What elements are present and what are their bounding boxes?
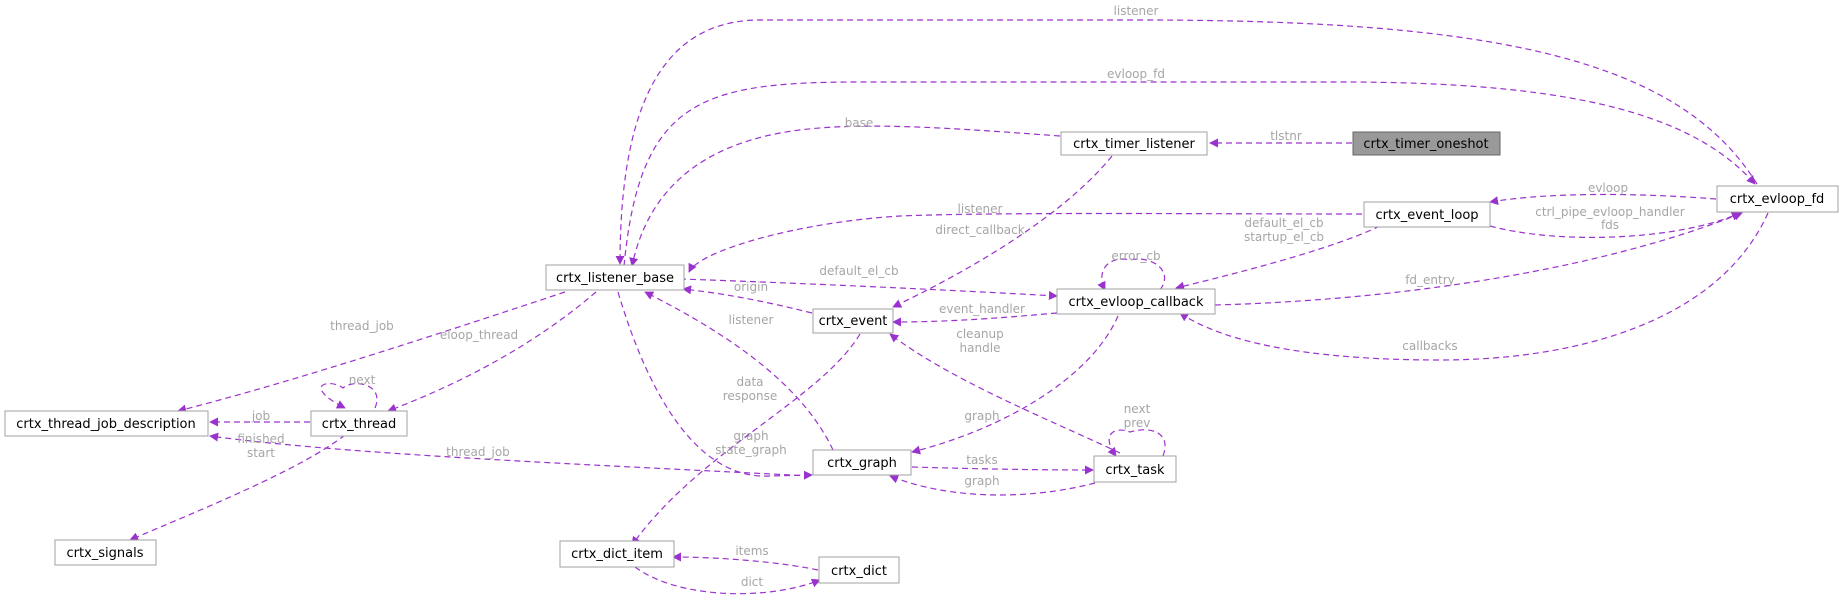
edge-thread-job xyxy=(177,291,566,414)
edge-label-fd-entry: fd_entry xyxy=(1405,273,1455,287)
edge-label-tlstnr: tlstnr xyxy=(1270,129,1302,143)
node-crtx-dict-item[interactable]: crtx_dict_item xyxy=(559,540,675,568)
edge-label-prev-task: prev xyxy=(1124,416,1151,430)
edge-listener-mid xyxy=(688,212,1363,273)
edge-label-base: base xyxy=(845,116,874,130)
edge-label-start: start xyxy=(247,446,275,460)
node-label: crtx_timer_listener xyxy=(1073,137,1195,152)
edge-event-handler xyxy=(892,312,1058,327)
edge-signals xyxy=(129,434,346,541)
nodes: crtx_timer_oneshot crtx_timer_listener c… xyxy=(4,131,1839,584)
node-label: crtx_thread xyxy=(322,417,396,432)
edge-graph-a xyxy=(911,315,1119,455)
edge-tasks xyxy=(911,465,1094,475)
node-label: crtx_graph xyxy=(827,456,897,471)
node-label: crtx_dict xyxy=(831,564,887,579)
edge-label-tasks: tasks xyxy=(966,453,998,467)
node-crtx-graph[interactable]: crtx_graph xyxy=(812,449,912,476)
node-label: crtx_signals xyxy=(66,546,143,561)
edge-label-event-handler: event_handler xyxy=(939,302,1025,316)
edge-fd-entry xyxy=(1214,211,1743,306)
node-label: crtx_timer_oneshot xyxy=(1363,137,1488,152)
node-label: crtx_task xyxy=(1105,463,1165,478)
edge-label-direct-callback: direct_callback xyxy=(935,223,1024,237)
node-label: crtx_dict_item xyxy=(571,547,663,562)
edge-base xyxy=(629,125,1061,267)
edge-label-data: data xyxy=(736,375,763,389)
edge-origin xyxy=(682,285,813,314)
edge-thread-next xyxy=(320,382,378,409)
edge-label-eloop-thread: eloop_thread xyxy=(440,328,518,342)
edge-default-startup xyxy=(1175,225,1381,291)
edge-label-thread-job-2: thread_job xyxy=(446,445,510,459)
edge-label-default-el-cb: default_el_cb xyxy=(819,264,898,278)
edge-listener-low xyxy=(644,291,834,451)
edge-label-items: items xyxy=(735,544,768,558)
edge-label-callbacks: callbacks xyxy=(1402,339,1457,353)
node-crtx-evloop-callback[interactable]: crtx_evloop_callback xyxy=(1056,288,1216,315)
node-crtx-task[interactable]: crtx_task xyxy=(1093,455,1177,483)
edge-cleanup-handle xyxy=(889,333,1121,454)
edge-label-origin: origin xyxy=(734,280,768,294)
edge-labels: listener evloop_fd base tlstnr evloop ct… xyxy=(237,4,1684,589)
edge-direct-callback xyxy=(892,155,1113,308)
edge-label-response: response xyxy=(723,389,778,403)
edge-task-next-prev xyxy=(1107,429,1166,457)
edge-label-dict: dict xyxy=(741,575,764,589)
edge-label-state-graph: state_graph xyxy=(715,443,787,457)
edge-label-graph-b: graph xyxy=(733,429,768,443)
edge-items xyxy=(672,552,819,571)
edge-label-listener-top: listener xyxy=(1114,4,1159,18)
edge-graph-c xyxy=(889,474,1096,496)
edge-label-evloop-fd: evloop_fd xyxy=(1107,67,1165,81)
edge-evloop xyxy=(1489,193,1717,206)
edge-label-default-el-cb-2: default_el_cb xyxy=(1244,216,1323,230)
node-label: crtx_event_loop xyxy=(1375,208,1478,223)
edge-default-el-cb xyxy=(679,278,1058,301)
edge-dict xyxy=(634,566,821,595)
edge-label-fds: fds xyxy=(1601,218,1619,232)
edge-thread-job-2 xyxy=(209,432,811,477)
edge-state-graph xyxy=(617,291,813,480)
edge-evloop-fd-top xyxy=(623,81,1756,267)
edge-label-handle: handle xyxy=(960,341,1001,355)
edge-label-evloop: evloop xyxy=(1588,181,1628,195)
edge-error-cb xyxy=(1097,258,1166,291)
edge-label-thread-job: thread_job xyxy=(330,319,394,333)
node-label: crtx_thread_job_description xyxy=(16,417,196,432)
node-label: crtx_listener_base xyxy=(556,271,674,286)
edge-label-startup-el-cb: startup_el_cb xyxy=(1244,230,1324,244)
node-crtx-thread-job-description[interactable]: crtx_thread_job_description xyxy=(4,410,209,437)
edge-label-job: job xyxy=(251,409,270,423)
node-label: crtx_evloop_fd xyxy=(1730,192,1825,207)
edge-label-listener-low: listener xyxy=(729,313,774,327)
node-crtx-listener-base[interactable]: crtx_listener_base xyxy=(545,264,685,291)
node-crtx-dict[interactable]: crtx_dict xyxy=(818,556,900,584)
node-crtx-thread[interactable]: crtx_thread xyxy=(310,410,408,437)
edge-label-listener-mid: listener xyxy=(958,202,1003,216)
edge-listener-top xyxy=(615,19,1758,265)
edge-label-finished: finished xyxy=(237,432,284,446)
edge-label-cleanup: cleanup xyxy=(956,327,1004,341)
edge-eloop-thread xyxy=(387,291,597,413)
edge-callbacks xyxy=(1179,212,1769,361)
node-crtx-timer-listener[interactable]: crtx_timer_listener xyxy=(1060,131,1208,156)
edge-label-error-cb: error_cb xyxy=(1111,249,1160,263)
node-crtx-evloop-fd[interactable]: crtx_evloop_fd xyxy=(1716,185,1839,213)
edge-data-response xyxy=(631,333,861,546)
node-crtx-signals[interactable]: crtx_signals xyxy=(54,539,157,566)
edge-label-graph-a: graph xyxy=(964,409,999,423)
node-label: crtx_event xyxy=(819,314,888,329)
edge-label-ctrl-pipe: ctrl_pipe_evloop_handler xyxy=(1535,205,1685,219)
node-crtx-event-loop[interactable]: crtx_event_loop xyxy=(1363,201,1491,228)
node-label: crtx_evloop_callback xyxy=(1069,295,1204,310)
edge-label-next-thread: next xyxy=(349,373,376,387)
edge-label-next-task: next xyxy=(1124,402,1151,416)
node-crtx-event[interactable]: crtx_event xyxy=(812,308,894,334)
node-crtx-timer-oneshot[interactable]: crtx_timer_oneshot xyxy=(1352,131,1501,156)
edge-label-graph-c: graph xyxy=(964,474,999,488)
edges xyxy=(129,19,1769,595)
